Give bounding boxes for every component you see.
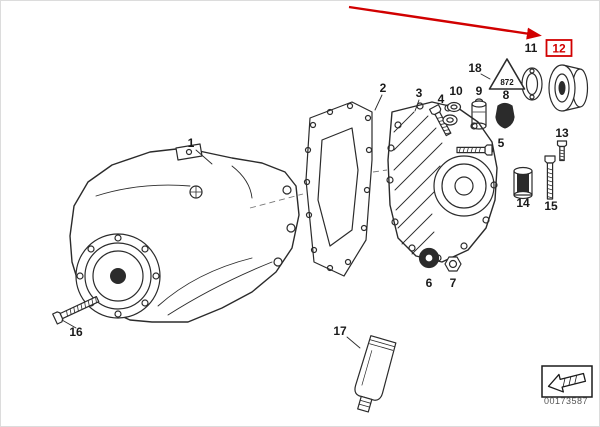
direction-arrow-icon	[547, 372, 587, 393]
part-18-warning-triangle	[488, 58, 526, 90]
callout-2: 2	[380, 81, 387, 95]
part-4-bolt	[428, 104, 452, 137]
highlight-arrow	[348, 5, 542, 40]
part-17-sealant-tube	[354, 335, 397, 413]
callout-11: 11	[525, 41, 538, 55]
part-16-bolt	[52, 295, 100, 325]
callout-4: 4	[438, 92, 445, 106]
callout-16: 16	[69, 325, 83, 339]
part-12-output-flange	[548, 64, 589, 112]
callout-12-highlighted: 12	[552, 42, 566, 56]
callout-17: 17	[333, 324, 347, 338]
part-9-sleeve	[471, 98, 487, 130]
highlight-group	[348, 5, 573, 57]
alignment-dashed-lines	[249, 169, 388, 209]
part-7-plug	[444, 256, 462, 272]
line-art-layer	[52, 58, 589, 413]
callout-10: 10	[449, 84, 463, 98]
callout-6: 6	[426, 276, 433, 290]
callout-8: 8	[503, 88, 510, 102]
callout-13: 13	[555, 126, 569, 140]
callout-7: 7	[450, 276, 457, 290]
part-3-rear-cover	[386, 101, 498, 263]
callout-14: 14	[516, 196, 530, 210]
callout-18: 18	[468, 61, 482, 75]
leader-lines	[61, 73, 491, 349]
callout-15: 15	[544, 199, 558, 213]
warning-triangle-text: 872	[500, 78, 514, 87]
part-11-gasket-ring	[521, 67, 543, 101]
part-8-mount	[495, 102, 515, 129]
highlight-box	[545, 39, 573, 57]
part-15-bolt	[544, 155, 556, 200]
part-1-differential-housing	[69, 143, 300, 323]
part-14-bushing	[513, 166, 533, 200]
direction-indicator	[541, 365, 593, 398]
part-10-washers	[442, 101, 462, 126]
part-2-gasket	[303, 101, 373, 277]
part-13-bolt	[556, 140, 568, 162]
callout-5: 5	[498, 136, 505, 150]
part-5-bolt	[456, 144, 493, 156]
callout-labels: 1 2 3 4 5 6 7 8 9 10 11 12 13 14 15 16 1…	[69, 41, 569, 339]
callout-1: 1	[188, 136, 195, 150]
doc-number: 00173587	[544, 396, 588, 406]
callout-9: 9	[476, 84, 483, 98]
callout-3: 3	[416, 86, 423, 100]
part-6-washer	[418, 247, 440, 269]
